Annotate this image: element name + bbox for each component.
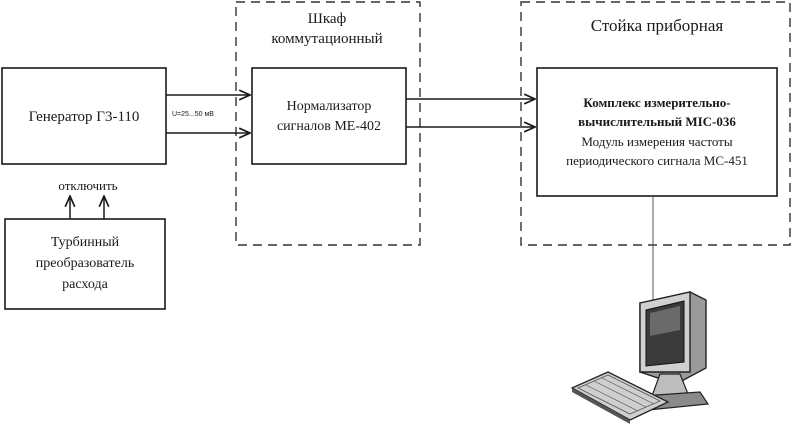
turbine-block — [4, 218, 166, 310]
voltage-label: U=25...50 мВ — [172, 111, 214, 118]
normalizer-label-line2: сигналов МЕ-402 — [277, 119, 381, 134]
complex-label-line3: Модуль измерения частоты — [581, 134, 732, 149]
rack-title: Стойка приборная — [591, 16, 724, 35]
rack-container — [520, 1, 791, 246]
cabinet-title-line1: Шкаф — [308, 11, 347, 27]
turbine-label-line3: расхода — [62, 277, 108, 292]
complex-label-line4: периодического сигнала МС-451 — [566, 153, 748, 168]
cabinet-container — [235, 1, 421, 246]
generator-label: Генератор Г3-110 — [29, 109, 140, 125]
normalizer-block — [251, 67, 407, 165]
disconnect-label: отключить — [58, 178, 117, 193]
complex-label-line1: Комплекс измерительно- — [583, 95, 730, 110]
complex-label-line2: вычислительный МIC-036 — [578, 114, 736, 129]
turbine-label-line1: Турбинный — [51, 235, 120, 250]
complex-block — [536, 67, 778, 197]
normalizer-label-line1: Нормализатор — [287, 99, 372, 114]
generator-block — [1, 67, 167, 165]
turbine-label-line2: преобразователь — [36, 256, 134, 271]
computer-icon — [570, 291, 710, 424]
cabinet-title-line2: коммутационный — [271, 31, 382, 47]
